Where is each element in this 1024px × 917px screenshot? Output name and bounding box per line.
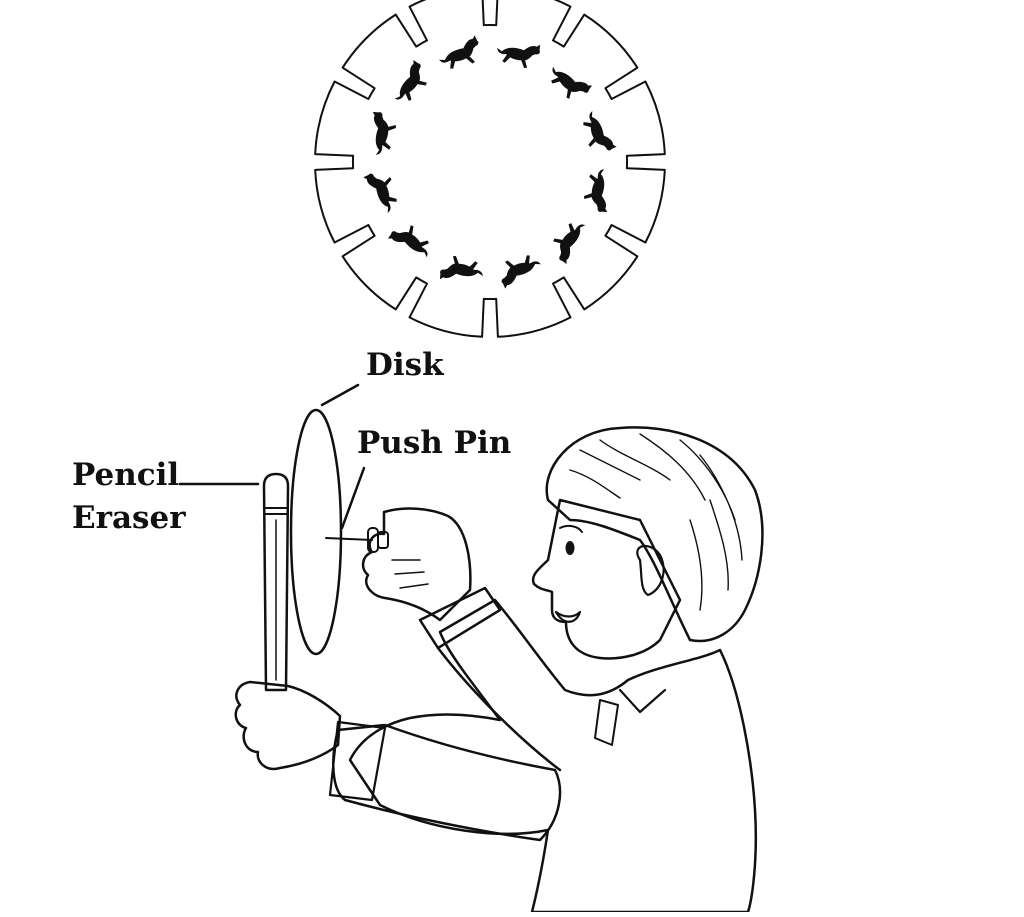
- push-pin: [325, 527, 389, 553]
- running-dog-icon: [363, 173, 397, 214]
- running-dog-icon: [439, 256, 484, 280]
- running-dog-icon: [551, 66, 593, 99]
- pencil: [262, 472, 290, 692]
- boy: [234, 426, 764, 914]
- slotted-disk: [314, 0, 666, 338]
- running-dog-icon: [553, 223, 586, 265]
- running-animals-ring: [363, 35, 617, 289]
- running-dog-icon: [501, 255, 542, 289]
- eye: [565, 541, 575, 555]
- pencil-label: Pencil: [72, 457, 180, 493]
- disk-label: Disk: [366, 347, 444, 383]
- disk-side-view: [289, 408, 343, 656]
- pin-leader-line: [340, 466, 366, 530]
- running-dog-icon: [387, 225, 429, 258]
- eraser-label: Eraser: [72, 500, 186, 536]
- running-dog-icon: [583, 110, 617, 151]
- push-pin-label: Push Pin: [357, 425, 512, 461]
- running-dog-icon: [394, 59, 427, 101]
- running-dog-icon: [438, 35, 479, 69]
- running-dog-icon: [372, 111, 396, 156]
- disk-leader-line: [320, 383, 360, 407]
- disk-outline: [314, 0, 666, 338]
- disk-inner-blank: [392, 64, 588, 260]
- running-dog-icon: [496, 44, 541, 68]
- running-dog-icon: [584, 168, 608, 213]
